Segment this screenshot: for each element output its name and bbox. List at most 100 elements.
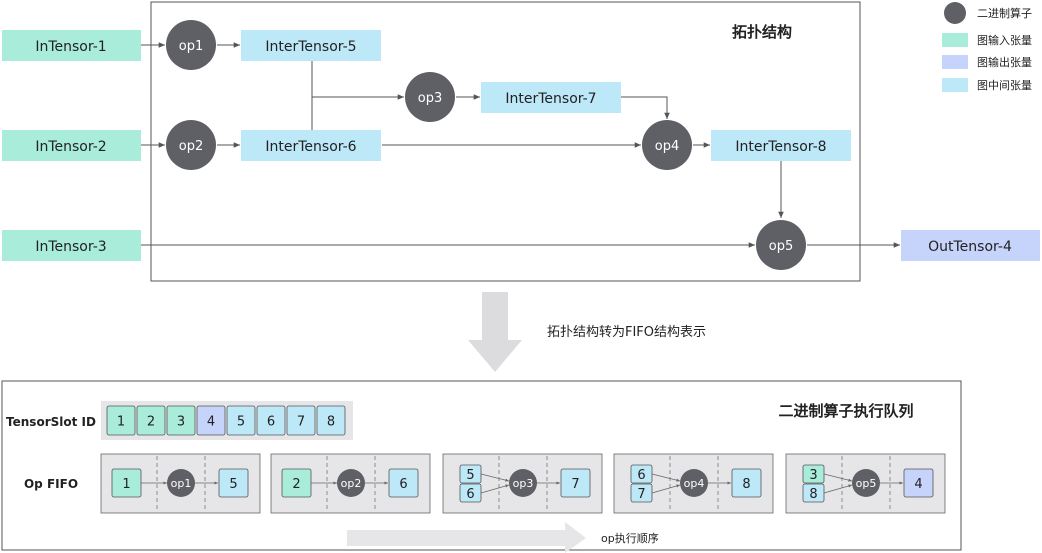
op4-node: op4	[642, 120, 692, 170]
fifo-input-6-label: 6	[637, 468, 645, 483]
fifo-input-3-label: 3	[809, 468, 817, 483]
tensor-slot-3: 3	[166, 405, 196, 436]
tensor-slot-8-box	[316, 405, 346, 436]
fifo-output-4-label: 4	[914, 477, 922, 492]
fifo-edge-in	[823, 473, 853, 482]
op1-label: op1	[179, 39, 203, 54]
down-arrow-shape	[468, 292, 522, 372]
fifo-entry-op2: 2 op2 6	[270, 453, 431, 514]
right-arrow-shape	[347, 522, 586, 553]
fifo-output-7-box	[560, 468, 591, 498]
op5-label: op5	[769, 239, 793, 254]
fifo-output-8-label: 8	[742, 477, 750, 492]
tensor-slot-1-label: 1	[117, 415, 125, 430]
out-tensor-4-box	[901, 230, 1040, 261]
tensor-slot-2-label: 2	[147, 415, 155, 430]
op3-circle	[405, 72, 455, 122]
legend-input-swatch	[942, 33, 968, 47]
tensor-slot-5-label: 5	[237, 415, 245, 430]
op2-node: op2	[166, 120, 216, 170]
op5-fifo-circle	[852, 469, 880, 497]
tensor-slot-5: 5	[226, 405, 256, 436]
in-tensor-2-label: InTensor-2	[35, 139, 106, 155]
op3-label: op3	[418, 91, 442, 106]
tensor-slot-7-label: 7	[297, 415, 305, 430]
fifo-input-1-label: 1	[122, 477, 130, 492]
legend-intermediate-swatch	[942, 78, 968, 92]
op5-fifo-label: op5	[856, 477, 877, 490]
transform-label: 拓扑结构转为FIFO结构表示	[547, 325, 706, 340]
in-tensor-1: InTensor-1	[2, 30, 141, 61]
op4-label: op4	[655, 139, 679, 154]
tensor-slot-2-box	[136, 405, 166, 436]
tensor-slot-3-box	[166, 405, 196, 436]
legend-operator-swatch	[944, 2, 966, 24]
op4-fifo-circle	[680, 469, 708, 497]
legend-intermediate-label: 图中间张量	[977, 79, 1032, 92]
out-tensor-4-label: OutTensor-4	[928, 239, 1012, 255]
fifo-input-5-label: 5	[466, 468, 474, 483]
fifo-frame	[1, 380, 962, 551]
in-tensor-2: InTensor-2	[2, 130, 141, 161]
fifo-edge-in	[651, 484, 681, 494]
tensor-slot-6: 6	[256, 405, 286, 436]
fifo-output-4-box	[903, 468, 934, 498]
op1-fifo-circle	[167, 469, 195, 497]
fifo-title: 二进制算子执行队列	[778, 402, 913, 420]
fifo-input-2-label: 2	[292, 477, 300, 492]
tensor-slot-3-label: 3	[177, 415, 185, 430]
tensor-slot-1: 1	[106, 405, 136, 436]
out-tensor-4: OutTensor-4	[901, 230, 1040, 261]
fifo-edge-in	[480, 473, 510, 482]
tensor-slot-8-label: 8	[327, 415, 335, 430]
op4-circle	[642, 120, 692, 170]
tensor-slot-7: 7	[286, 405, 316, 436]
inter-tensor-7-box	[481, 82, 621, 113]
fifo-edge-in	[823, 484, 853, 494]
execution-order: op执行顺序	[347, 522, 659, 553]
fifo-output-7-label: 7	[571, 477, 579, 492]
in-tensor-1-box	[2, 30, 141, 61]
tensor-slot-4: 4	[196, 405, 226, 436]
fifo-entry-op1: 1 op1 5	[100, 453, 261, 514]
inter-tensor-6-label: InterTensor-6	[265, 139, 356, 155]
topology-edges	[141, 42, 900, 248]
in-tensor-3-label: InTensor-3	[35, 239, 106, 255]
topology-title: 拓扑结构	[732, 23, 792, 41]
tensor-slot-7-box	[286, 405, 316, 436]
fifo-input-8-label: 8	[809, 487, 817, 502]
in-tensor-2-box	[2, 130, 141, 161]
in-tensor-3-box	[2, 230, 141, 261]
legend-output-label: 图输出张量	[977, 55, 1032, 69]
tensor-slot-1-box	[106, 405, 136, 436]
op5-circle	[756, 220, 806, 270]
op1-circle	[166, 20, 216, 70]
fifo-output-8-box	[731, 468, 762, 498]
tensor-slot-6-label: 6	[267, 415, 275, 430]
inter-tensor-7: InterTensor-7	[481, 82, 621, 113]
inter-tensor-5-box	[241, 30, 381, 61]
inter-tensor-7-label: InterTensor-7	[505, 91, 596, 107]
op-fifo-label: Op FIFO	[24, 477, 78, 491]
fifo-output-5-label: 5	[229, 477, 237, 492]
fifo-entry-op5: 3 8 op5 4	[785, 453, 946, 514]
inter-tensor-6-box	[241, 130, 381, 161]
fifo-output-6-label: 6	[399, 477, 407, 492]
op1-fifo-label: op1	[171, 477, 192, 490]
op2-fifo-circle	[337, 469, 365, 497]
legend-output-swatch	[942, 55, 968, 69]
tensor-slot-4-label: 4	[207, 415, 215, 430]
in-tensor-3: InTensor-3	[2, 230, 141, 261]
tensor-slot-5-box	[226, 405, 256, 436]
op3-fifo-circle	[509, 469, 537, 497]
transform-arrow: 拓扑结构转为FIFO结构表示	[468, 292, 706, 372]
op2-fifo-label: op2	[341, 477, 362, 490]
op4-fifo-label: op4	[684, 477, 705, 490]
topology-frame	[150, 1, 861, 282]
legend-input-label: 图输入张量	[977, 33, 1032, 47]
fifo-input-6-label: 6	[466, 487, 474, 502]
tensor-slot-2: 2	[136, 405, 166, 436]
